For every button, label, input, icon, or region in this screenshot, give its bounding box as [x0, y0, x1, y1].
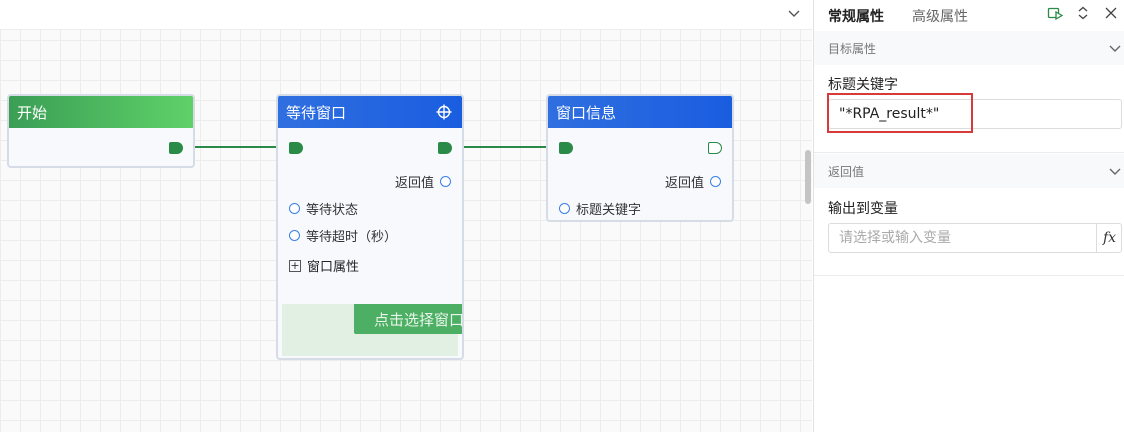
tab-general[interactable]: 常规属性 — [828, 9, 884, 25]
input-port[interactable] — [559, 203, 570, 214]
input-port[interactable] — [289, 230, 300, 241]
node-start-title: 开始 — [17, 103, 48, 122]
title-keyword-input[interactable] — [828, 99, 1122, 129]
tab-advanced[interactable]: 高级属性 — [912, 9, 968, 25]
input-label: 标题关键字 — [576, 203, 642, 218]
canvas-toolbar — [0, 0, 812, 30]
divider — [814, 152, 1124, 153]
node-wait-window-expand[interactable]: + 窗口属性 — [289, 256, 359, 275]
chevron-down-icon[interactable] — [786, 7, 802, 21]
node-window-info-return: 返回值 — [665, 172, 721, 191]
node-start-header: 开始 — [9, 96, 193, 128]
title-keyword-label: 标题关键字 — [828, 77, 898, 93]
chevron-down-icon[interactable] — [1109, 42, 1121, 56]
input-label: 等待状态 — [306, 203, 359, 218]
section-title: 返回值 — [828, 164, 865, 179]
node-window-info[interactable]: 窗口信息 返回值 标题关键字 — [546, 94, 734, 222]
node-wait-window-input-1: 等待状态 — [289, 199, 358, 218]
canvas-scrollbar[interactable] — [805, 150, 811, 204]
node-wait-window-header: 等待窗口 — [278, 96, 462, 128]
sort-icon[interactable] — [1075, 5, 1091, 21]
node-window-info-header: 窗口信息 — [548, 96, 732, 128]
node-wait-window-return: 返回值 — [395, 172, 451, 191]
node-wait-window-input-port[interactable] — [289, 142, 303, 154]
section-return-header[interactable]: 返回值 — [814, 154, 1124, 188]
input-port[interactable] — [289, 203, 300, 214]
close-icon[interactable] — [1103, 5, 1119, 21]
panel-tabs: 常规属性 高级属性 — [814, 0, 1124, 30]
section-title: 目标属性 — [828, 41, 877, 56]
node-window-info-title: 窗口信息 — [556, 103, 617, 122]
node-window-info-input-port[interactable] — [559, 142, 573, 154]
node-wait-window-output-port[interactable] — [438, 142, 452, 154]
window-select-area: 点击选择窗口 — [282, 304, 462, 356]
node-wait-window-input-2: 等待超时（秒） — [289, 226, 397, 245]
expand-label: 窗口属性 — [307, 260, 360, 275]
node-window-info-input-1: 标题关键字 — [559, 199, 641, 218]
output-var-input[interactable] — [828, 223, 1122, 253]
node-window-info-output-port[interactable] — [708, 142, 722, 154]
section-target-header[interactable]: 目标属性 — [814, 31, 1124, 65]
node-wait-window[interactable]: 等待窗口 返回值 等待状态 等待超时（秒） + 窗口属性 — [276, 94, 464, 360]
chevron-down-icon[interactable] — [1109, 165, 1121, 179]
node-start-output-port[interactable] — [169, 142, 183, 154]
return-label: 返回值 — [664, 176, 704, 191]
node-wait-window-title: 等待窗口 — [286, 103, 347, 122]
panel-tools — [1047, 5, 1119, 21]
input-label: 等待超时（秒） — [306, 230, 398, 245]
node-start[interactable]: 开始 — [7, 94, 195, 168]
run-icon[interactable] — [1047, 5, 1063, 21]
return-port[interactable] — [710, 176, 721, 187]
select-window-button[interactable]: 点击选择窗口 — [354, 304, 462, 334]
connection-lines — [180, 146, 562, 148]
fx-button[interactable]: fx — [1096, 223, 1122, 253]
flow-canvas[interactable]: 开始 等待窗口 返回值 等待状态 等待超时（秒） — [0, 0, 812, 432]
crosshair-icon[interactable] — [436, 104, 452, 124]
return-port[interactable] — [440, 176, 451, 187]
plus-square-icon[interactable]: + — [289, 259, 301, 272]
return-label: 返回值 — [394, 176, 434, 191]
divider — [814, 275, 1124, 276]
properties-panel: 常规属性 高级属性 目标属性 — [813, 0, 1124, 432]
output-var-label: 输出到变量 — [828, 201, 898, 217]
